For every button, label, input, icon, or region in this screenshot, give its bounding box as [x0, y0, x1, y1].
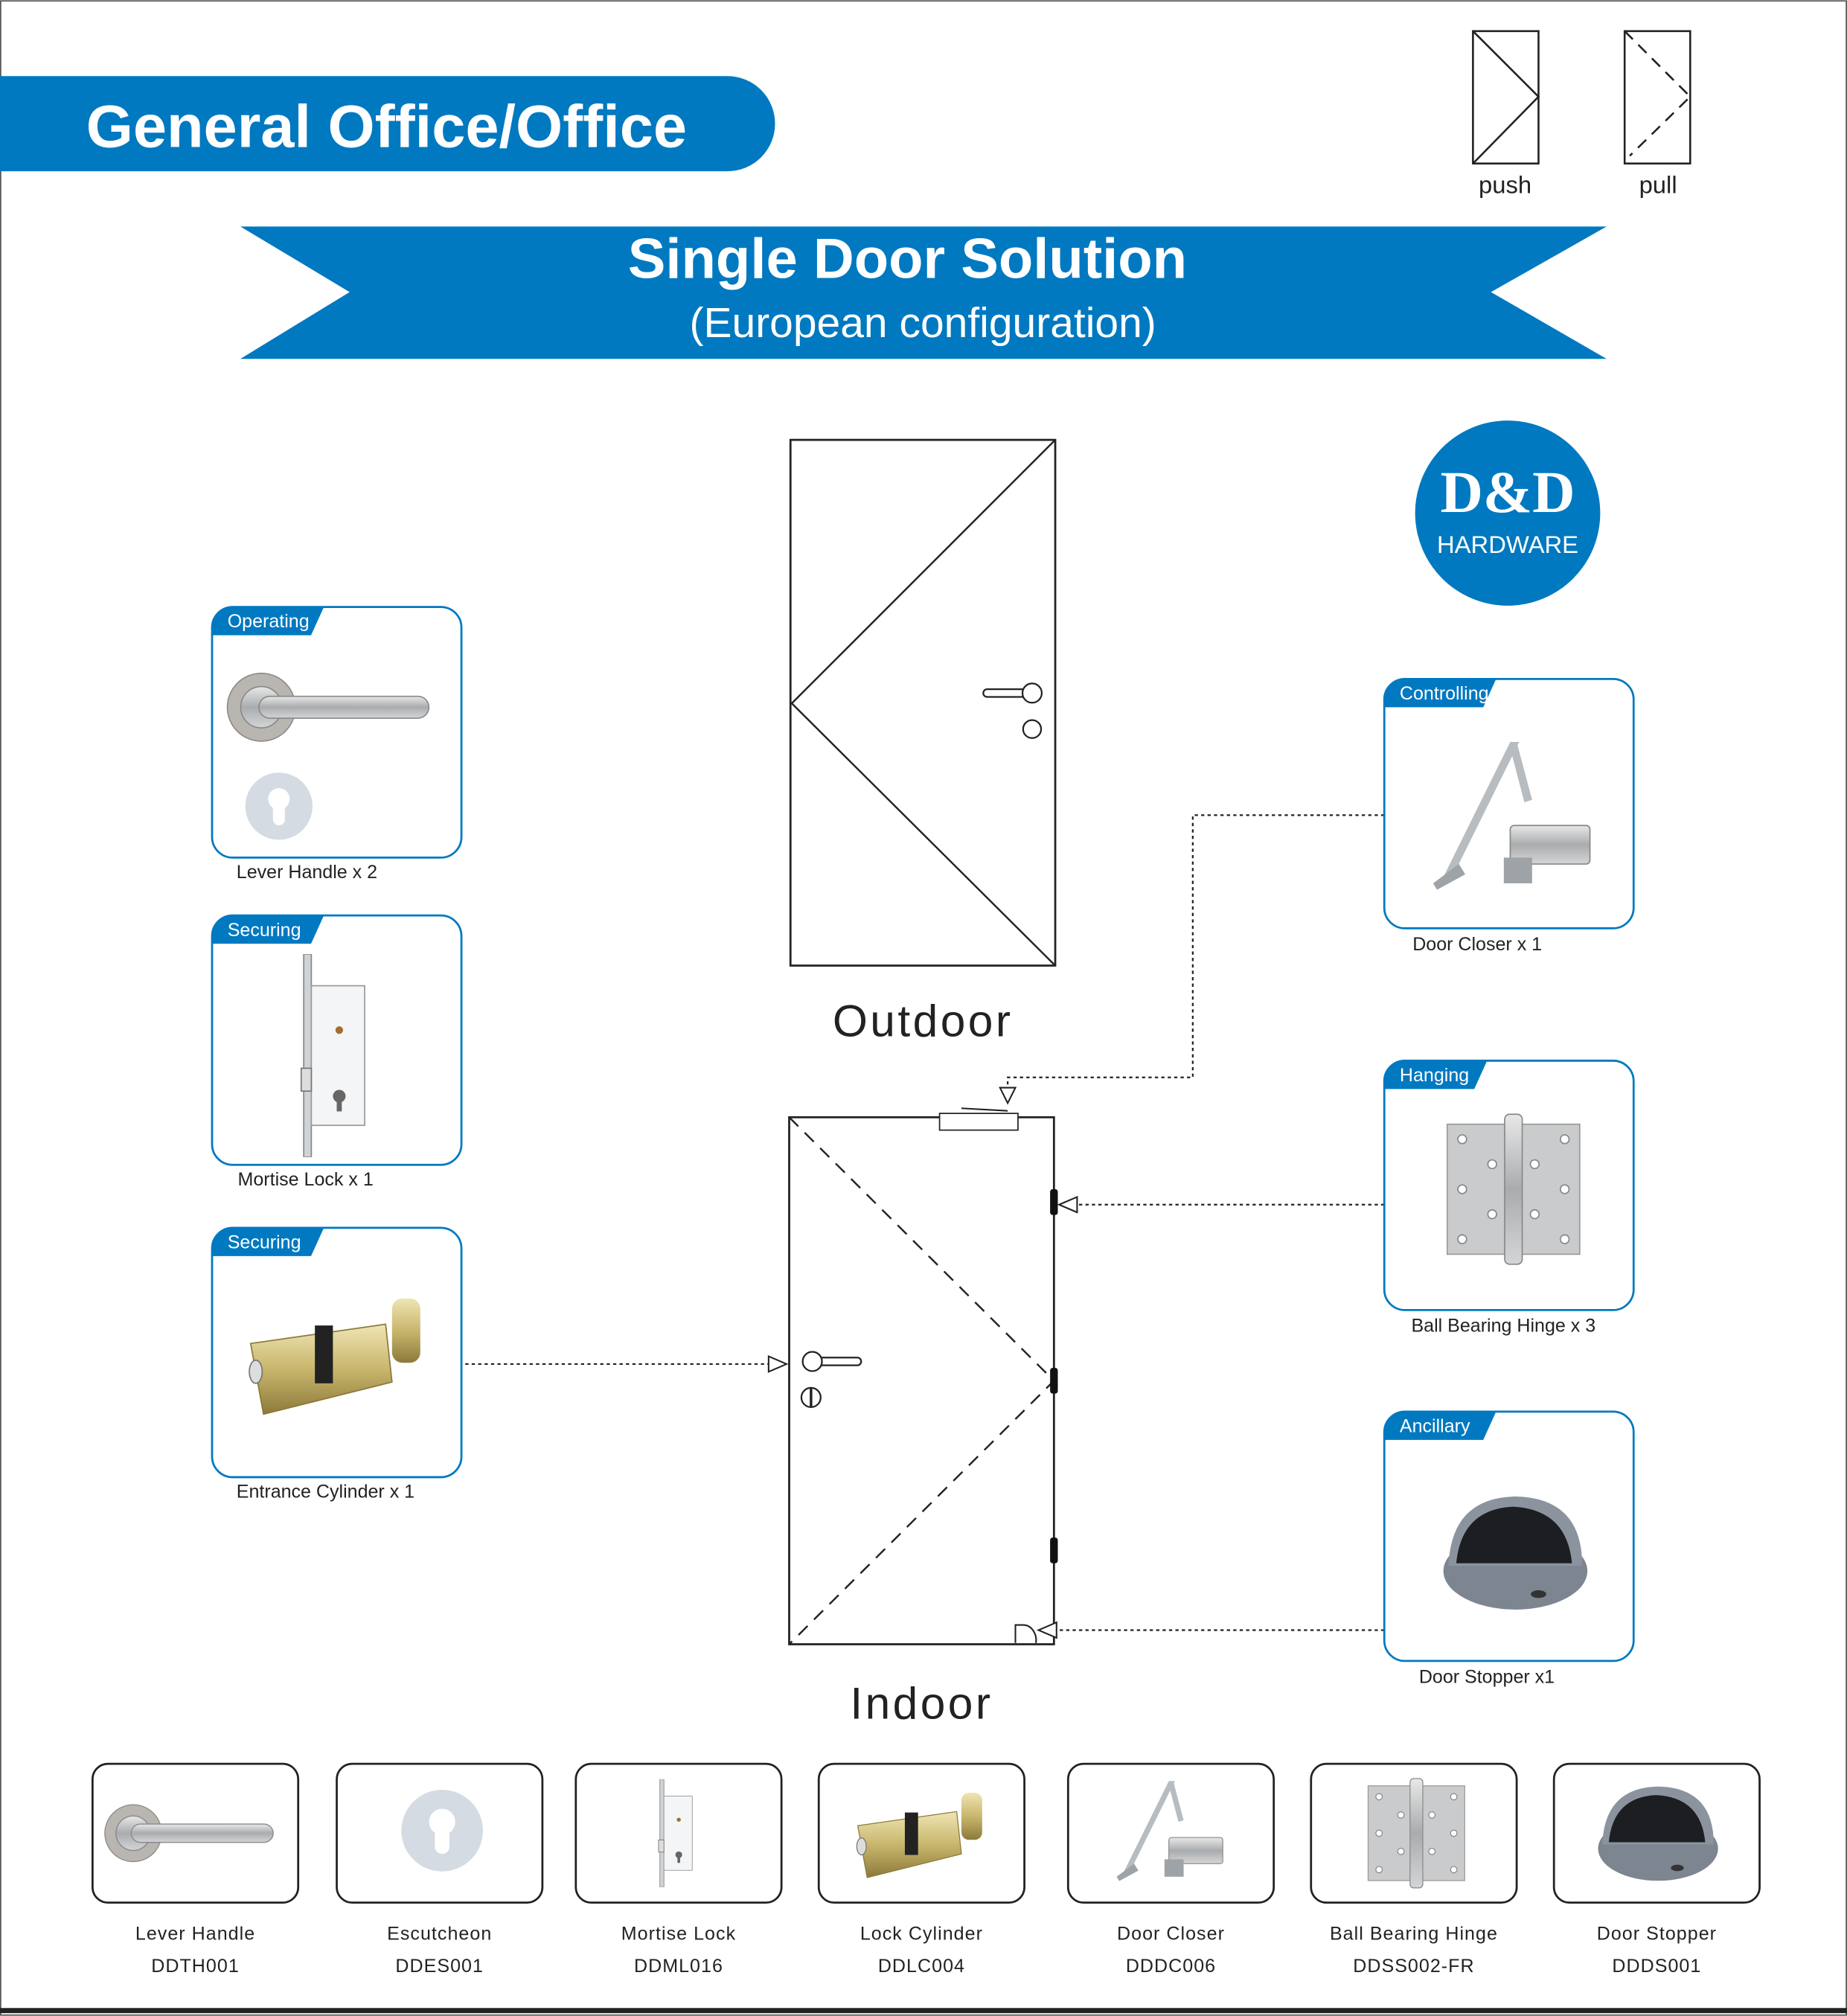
product-mortise-lock[interactable]: Mortise Lock DDML016	[574, 1762, 783, 1977]
card-label: Entrance Cylinder x 1	[237, 1482, 414, 1503]
pull-label: pull	[1639, 170, 1677, 198]
hinge-icon	[1367, 1778, 1465, 1889]
product-code: DDLC004	[878, 1956, 965, 1977]
card-label: Door Stopper x1	[1419, 1666, 1555, 1687]
outdoor-label: Outdoor	[833, 995, 1014, 1046]
indoor-label: Indoor	[850, 1678, 993, 1729]
hinge-marker-icon	[1050, 1368, 1058, 1394]
connectors	[465, 814, 1385, 1639]
pull-door-icon	[1623, 30, 1691, 165]
door-handle-icon	[801, 1351, 862, 1372]
card-label: Lever Handle x 2	[237, 862, 377, 883]
escutcheon-icon	[245, 772, 313, 840]
hinge-marker-icon	[1050, 1189, 1058, 1215]
product-lock-cylinder[interactable]: Lock Cylinder DDLC004	[817, 1762, 1025, 1977]
hinge-marker-icon	[1050, 1537, 1058, 1564]
product-escutcheon[interactable]: Escutcheon DDES001	[336, 1762, 544, 1977]
product-name: Mortise Lock	[621, 1924, 736, 1945]
hardware-card-securing-lock[interactable]: Securing Mortise Lock x 1	[211, 914, 463, 1190]
banner-subtitle: (European configuration)	[690, 299, 1156, 347]
product-name: Lock Cylinder	[860, 1924, 983, 1945]
product-code: DDTH001	[151, 1956, 240, 1977]
bottom-rule	[0, 2008, 1847, 2014]
product-code: DDML016	[634, 1956, 723, 1977]
product-door-closer[interactable]: Door Closer DDDC006	[1066, 1762, 1275, 1977]
product-lever-handle[interactable]: Lever Handle DDTH001	[91, 1762, 300, 1977]
card-tag: Controlling	[1400, 683, 1489, 704]
card-tag: Ancillary	[1400, 1415, 1470, 1436]
logo-brand: D&D	[1441, 460, 1575, 525]
product-name: Door Closer	[1117, 1924, 1225, 1945]
product-name: Lever Handle	[135, 1924, 255, 1945]
section-header: General Office/Office	[0, 76, 775, 172]
product-door-stopper[interactable]: Door Stopper DDDS001	[1552, 1762, 1761, 1977]
arrow-icon	[999, 1087, 1017, 1105]
banner: Single Door Solution (European configura…	[240, 226, 1607, 359]
product-code: DDES001	[395, 1956, 484, 1977]
logo-sub: HARDWARE	[1437, 531, 1578, 558]
card-label: Ball Bearing Hinge x 3	[1411, 1316, 1595, 1337]
hardware-card-operating[interactable]: Operating Lever Handle x 2	[211, 606, 463, 883]
arrow-icon	[1057, 1195, 1078, 1214]
hardware-card-controlling[interactable]: Controlling Door Closer x 1	[1383, 677, 1635, 955]
door-handle-icon	[982, 682, 1043, 704]
card-tag: Securing	[228, 1232, 301, 1252]
outdoor-door: Outdoor	[789, 438, 1057, 1046]
pull-legend: pull	[1623, 30, 1692, 198]
thumb-turn-icon	[800, 1386, 822, 1408]
card-tag: Securing	[228, 920, 301, 941]
brand-logo: D&D HARDWARE	[1415, 420, 1601, 606]
product-code: DDDS001	[1612, 1956, 1701, 1977]
hardware-card-ancillary[interactable]: Ancillary Door Stopper x1	[1383, 1410, 1635, 1687]
product-name: Door Stopper	[1597, 1924, 1717, 1945]
push-legend: push	[1472, 30, 1540, 198]
arrow-icon	[1036, 1621, 1057, 1639]
hardware-card-hanging[interactable]: Hanging Ball Bearing Hinge x 3	[1383, 1059, 1635, 1337]
page-title: General Office/Office	[86, 93, 687, 160]
card-label: Mortise Lock x 1	[238, 1169, 374, 1190]
product-name: Ball Bearing Hinge	[1330, 1924, 1498, 1945]
product-code: DDDC006	[1126, 1956, 1216, 1977]
hinge-icon	[1446, 1113, 1581, 1265]
card-label: Door Closer x 1	[1412, 934, 1542, 955]
product-name: Escutcheon	[387, 1924, 492, 1945]
push-label: push	[1479, 170, 1531, 198]
keyhole-icon	[1022, 719, 1043, 739]
product-code: DDSS002-FR	[1353, 1956, 1474, 1977]
stopper-marker-icon	[1014, 1624, 1037, 1643]
banner-title: Single Door Solution	[628, 227, 1187, 290]
indoor-door: Indoor	[788, 1107, 1058, 1729]
escutcheon-icon	[401, 1790, 483, 1872]
product-ball-bearing-hinge[interactable]: Ball Bearing Hinge DDSS002-FR	[1310, 1762, 1518, 1977]
closer-marker-icon	[938, 1113, 1019, 1131]
arrow-icon	[767, 1355, 789, 1373]
hardware-card-securing-cylinder[interactable]: Securing Entrance Cylinder x 1	[211, 1226, 463, 1503]
card-tag: Hanging	[1400, 1065, 1469, 1086]
card-tag: Operating	[228, 611, 310, 632]
